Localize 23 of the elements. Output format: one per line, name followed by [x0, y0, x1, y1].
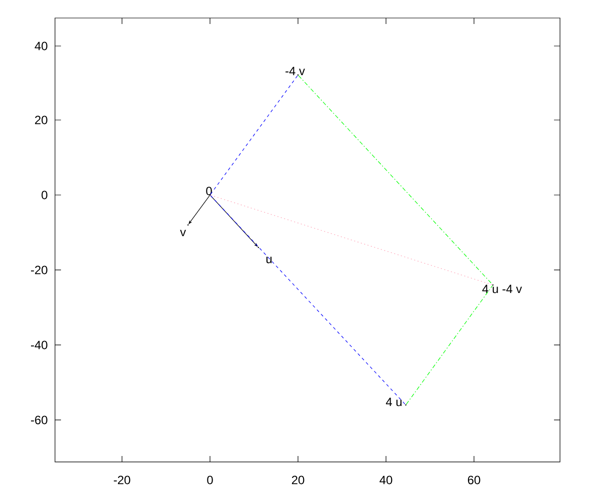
connector-line [210, 75, 298, 195]
tick-label: 60 [468, 476, 480, 484]
point-label: v [180, 230, 186, 236]
point-label: u [266, 256, 272, 264]
point-label: -4 v [286, 66, 305, 76]
tick-label: 20 [35, 116, 48, 124]
tick-label: 20 [292, 476, 304, 484]
tick-label: 40 [380, 476, 392, 484]
connector-line [298, 75, 493, 285]
tick-label: -60 [31, 416, 48, 424]
tick-label: -20 [114, 476, 130, 484]
connector-line [406, 285, 493, 405]
point-label: 4 u -4 v [482, 284, 522, 294]
connector-line [210, 194, 492, 286]
tick-label: 0 [207, 476, 213, 484]
arrow [210, 195, 258, 247]
tick-label: 40 [34, 42, 48, 50]
point-label: 4 u [386, 398, 402, 406]
point-label: 0 [206, 186, 212, 196]
tick-label: 0 [42, 190, 48, 200]
connector-line [210, 195, 406, 405]
tick-label: -40 [31, 340, 48, 350]
tick-label: -20 [31, 266, 48, 274]
